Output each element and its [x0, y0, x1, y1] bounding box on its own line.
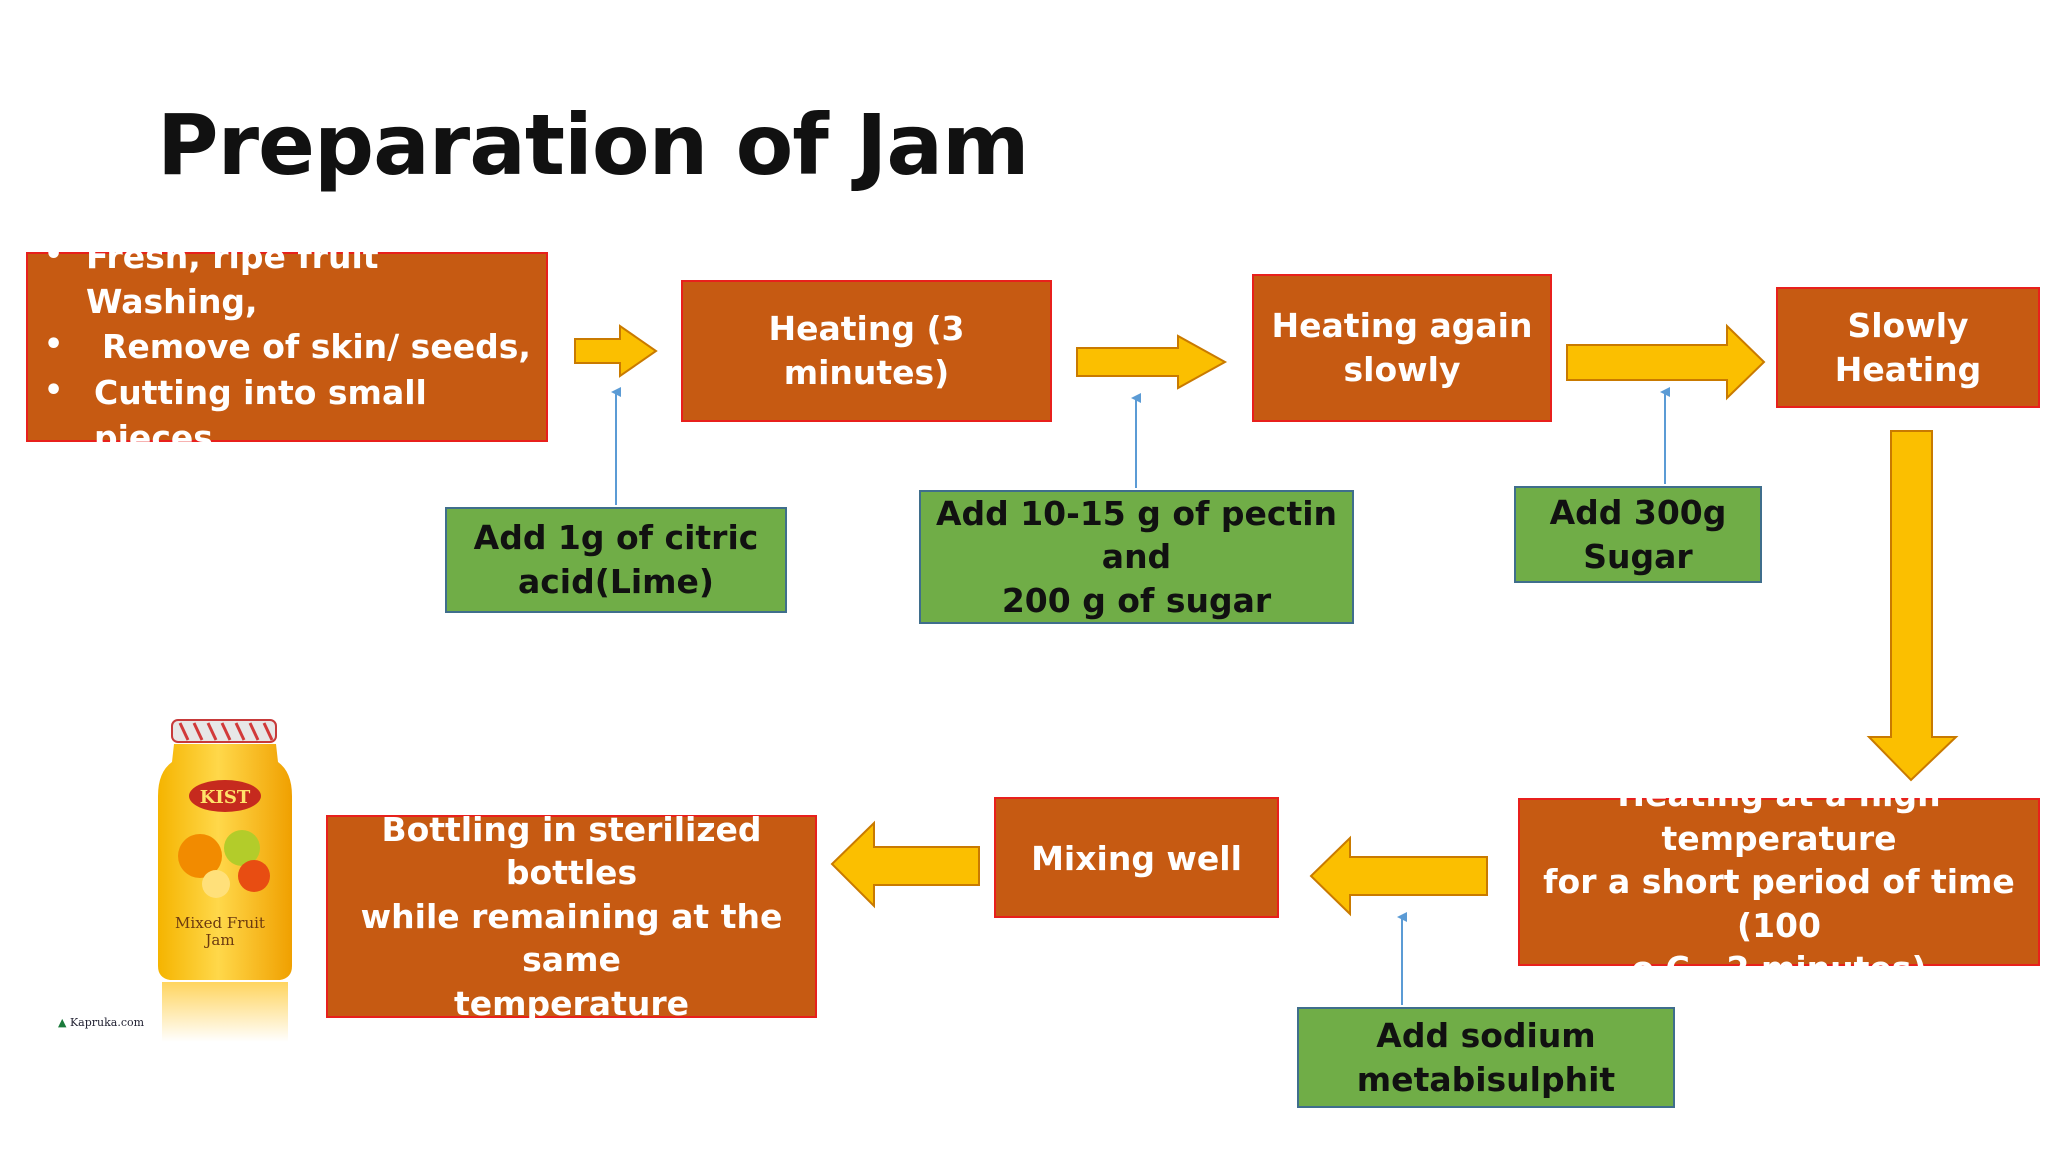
arrow-right-icon [1076, 334, 1228, 390]
prep-item: Cutting into small pieces [38, 370, 546, 460]
add-label: Add 300g [1549, 492, 1727, 532]
arrow-left-icon [1309, 835, 1488, 917]
add-label: Sugar [1583, 536, 1693, 576]
step-label: slowly [1343, 350, 1461, 389]
step-mixing-well: Mixing well [994, 797, 1279, 918]
step-label: Heating again [1271, 306, 1533, 346]
step-heating-again-slowly: Heating again slowly [1252, 274, 1552, 422]
jar-label-line2: Jam [203, 931, 234, 949]
arrow-right-icon [574, 324, 658, 378]
step-high-temperature: Heating at a high temperature for a shor… [1518, 775, 2040, 988]
step-slowly-heating: Slowly Heating [1776, 287, 2040, 408]
step-label: Heating [1834, 349, 1982, 389]
add-label: and [1101, 537, 1172, 577]
step-label: temperature [453, 983, 689, 1023]
add-label: 200 g of sugar [1001, 580, 1272, 620]
add-pectin-sugar: Add 10-15 g of pectin and 200 g of sugar [919, 490, 1354, 624]
prep-item: Fresh, ripe fruit Washing, [38, 234, 546, 324]
add-label: acid(Lime) [517, 562, 715, 601]
add-sodium-metabisulphit: Add sodium metabisulphit [1297, 1007, 1675, 1108]
watermark: ▲ Kapruka.com [58, 1016, 144, 1029]
page-title: Preparation of Jam [157, 96, 1030, 194]
step-label: Mixing well [1031, 839, 1242, 878]
add-label: Add 10-15 g of pectin [935, 493, 1338, 533]
tree-icon: ▲ [58, 1016, 67, 1029]
jar-label-line1: Mixed Fruit [175, 914, 265, 932]
add-300g-sugar: Add 300g Sugar [1514, 486, 1762, 583]
prep-list: Fresh, ripe fruit Washing, Remove of ski… [28, 234, 546, 460]
jam-jar-image: KIST Mixed Fruit Jam [158, 719, 292, 1042]
add-label: metabisulphit [1356, 1059, 1616, 1099]
step-label: for a short period of time (100 [1543, 862, 2015, 945]
arrow-right-icon [1566, 323, 1766, 401]
watermark-text: Kapruka.com [69, 1016, 145, 1029]
step-label: o C - 2 minutes) [1631, 949, 1927, 989]
prep-item: Remove of skin/ seeds, [38, 324, 546, 369]
step-label: while remaining at the same [360, 896, 783, 980]
step-prep: Fresh, ripe fruit Washing, Remove of ski… [26, 234, 548, 457]
arrow-down-icon [1866, 430, 1959, 782]
step-bottling: Bottling in sterilized bottles while rem… [326, 810, 817, 1023]
step-label: Heating (3 minutes) [768, 309, 965, 392]
jar-brand: KIST [200, 787, 251, 808]
add-label: Add sodium [1376, 1015, 1596, 1055]
step-label: Heating at a high temperature [1617, 775, 1941, 858]
step-label: Slowly [1847, 305, 1969, 345]
step-label: Bottling in sterilized bottles [381, 809, 762, 893]
add-citric-acid: Add 1g of citric acid(Lime) [445, 507, 787, 613]
add-label: Add 1g of citric [473, 518, 759, 558]
arrow-left-icon [830, 820, 980, 909]
step-heating-3-minutes: Heating (3 minutes) [681, 280, 1052, 422]
